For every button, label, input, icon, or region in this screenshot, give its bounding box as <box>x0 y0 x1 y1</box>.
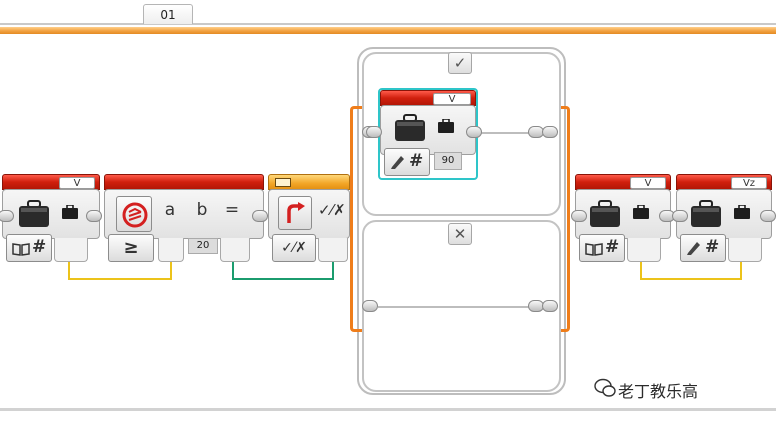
briefcase-icon <box>589 200 621 228</box>
block-body <box>676 189 772 239</box>
checkmark-icon[interactable]: ✓ <box>448 52 472 74</box>
switch-mode-selector[interactable]: ✓⁄✗ <box>272 234 316 262</box>
logic-input-port[interactable] <box>318 238 348 262</box>
input-a-label: a <box>164 200 176 220</box>
pencil-icon <box>389 154 405 170</box>
switch-logic-block[interactable]: ✓⁄✗ ✓⁄✗ <box>268 174 350 266</box>
greater-equal-symbol: ≥ <box>123 237 139 258</box>
compare-icon <box>122 202 148 228</box>
logic-output-symbol: ✓⁄✗ <box>318 201 346 219</box>
variable-read-block-1[interactable]: V # <box>0 174 102 266</box>
compare-mode-selector[interactable]: ≥ <box>108 234 154 262</box>
input-b-value[interactable]: 20 <box>188 238 218 254</box>
switch-header <box>268 174 350 190</box>
hash-icon: # <box>705 237 720 257</box>
small-briefcase-icon <box>438 118 454 133</box>
logic-mode-symbol: ✓⁄✗ <box>281 240 307 256</box>
small-briefcase-icon <box>734 204 750 219</box>
block-header <box>104 174 264 190</box>
value-input[interactable]: 90 <box>434 152 462 170</box>
briefcase-icon <box>394 114 426 142</box>
hash-icon: # <box>605 237 620 257</box>
tab-baseline <box>0 23 776 25</box>
switch-icon-box <box>278 196 312 230</box>
block-header: Vz <box>676 174 772 190</box>
flow-switch-icon <box>275 178 291 187</box>
block-body <box>2 189 100 239</box>
block-header: V <box>380 90 476 106</box>
block-header: V <box>2 174 100 190</box>
sequence-plug-left <box>571 210 587 222</box>
write-numeric-mode-selector[interactable]: # <box>384 148 430 176</box>
briefcase-icon <box>690 200 722 228</box>
variable-write-block-true[interactable]: V # 90 <box>366 88 482 180</box>
data-wire-green[interactable] <box>232 262 334 280</box>
sequence-plug-right <box>760 210 776 222</box>
value-input-port[interactable] <box>728 238 762 262</box>
output-port[interactable] <box>220 238 250 262</box>
case-false-plug-right-2 <box>542 300 558 312</box>
sequence-plug-left <box>366 126 382 138</box>
data-wire-yellow-2[interactable] <box>640 262 742 280</box>
sequence-plug-right <box>252 210 268 222</box>
write-numeric-mode-selector[interactable]: # <box>680 234 726 262</box>
pencil-icon <box>685 240 701 256</box>
hash-icon: # <box>409 151 424 171</box>
input-a-port[interactable] <box>158 238 184 262</box>
switch-bracket-right <box>558 106 570 332</box>
small-briefcase-icon <box>62 204 78 219</box>
sequence-plug-right <box>86 210 102 222</box>
sequence-plug-right <box>466 126 482 138</box>
variable-name-label[interactable]: Vz <box>731 177 767 189</box>
compare-block[interactable]: a b = ≥ 20 <box>104 174 268 266</box>
sequence-plug-left <box>0 210 14 222</box>
case-false-wire <box>378 306 530 308</box>
canvas-bottom-border <box>0 408 776 411</box>
case-true-plug-right-2 <box>542 126 558 138</box>
cross-icon[interactable]: ✕ <box>448 223 472 245</box>
watermark-text: 老丁教乐高 <box>618 382 699 401</box>
output-port[interactable] <box>627 238 661 262</box>
variable-write-block-vz[interactable]: Vz # <box>672 174 776 266</box>
tab-bar <box>0 0 776 26</box>
briefcase-icon <box>18 200 50 228</box>
book-icon <box>585 241 603 256</box>
compare-icon-box <box>116 196 152 232</box>
switch-arrow-icon <box>283 201 309 227</box>
output-port[interactable] <box>54 238 88 262</box>
hash-icon: # <box>32 237 47 257</box>
book-icon <box>12 241 30 256</box>
case-false-plug-left <box>362 300 378 312</box>
variable-name-label[interactable]: V <box>59 177 95 189</box>
variable-name-label[interactable]: V <box>630 177 666 189</box>
block-header: V <box>575 174 671 190</box>
switch-bracket-left <box>350 106 362 332</box>
read-numeric-mode-selector[interactable]: # <box>6 234 52 262</box>
program-start-strip <box>0 27 776 34</box>
variable-read-block-2[interactable]: V # <box>571 174 675 266</box>
wechat-icon <box>594 378 616 398</box>
case-true-wire <box>478 132 534 134</box>
output-result-label: = <box>224 200 240 220</box>
program-tab[interactable]: 01 <box>143 4 193 24</box>
variable-name-label[interactable]: V <box>433 93 471 105</box>
read-numeric-mode-selector[interactable]: # <box>579 234 625 262</box>
small-briefcase-icon <box>633 204 649 219</box>
input-b-label: b <box>196 200 208 220</box>
sequence-plug-left <box>672 210 688 222</box>
data-wire-yellow-1[interactable] <box>68 262 172 280</box>
